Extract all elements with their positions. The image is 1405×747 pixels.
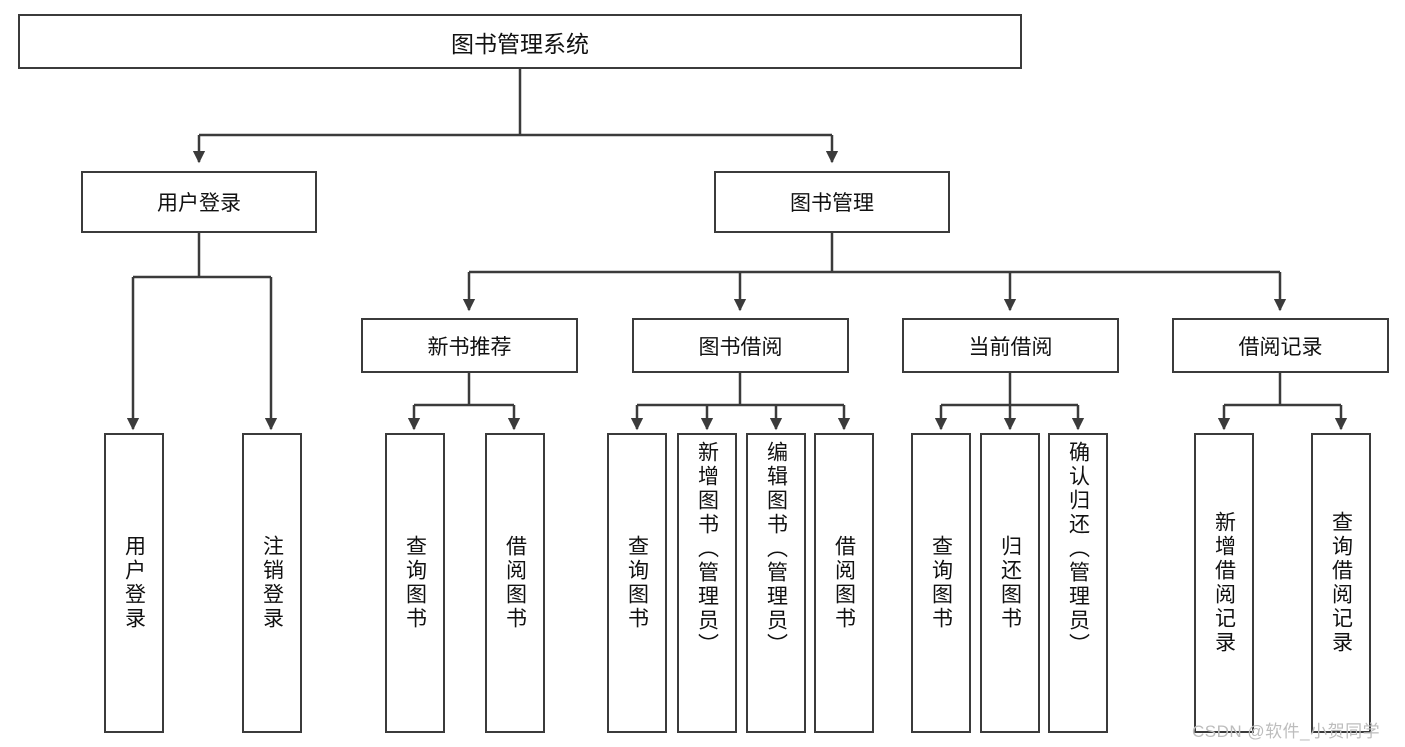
leaf-current-borrow-return[interactable]: 归还图书 [980, 433, 1040, 733]
leaf-label: 注销登录 [260, 535, 284, 631]
leaf-label: 借阅图书 [503, 535, 527, 631]
node-root[interactable]: 图书管理系统 [18, 14, 1022, 69]
node-book-borrow-label: 图书借阅 [698, 335, 783, 359]
node-borrow-record[interactable]: 借阅记录 [1172, 318, 1389, 373]
leaf-label: 确认归还（管理员） [1066, 441, 1090, 657]
node-user-login-label: 用户登录 [157, 192, 241, 215]
leaf-current-borrow-query[interactable]: 查询图书 [911, 433, 971, 733]
leaf-book-borrow-borrow[interactable]: 借阅图书 [814, 433, 874, 733]
node-user-login[interactable]: 用户登录 [81, 171, 317, 233]
leaf-user-login-login[interactable]: 用户登录 [104, 433, 164, 733]
leaf-book-borrow-edit[interactable]: 编辑图书（管理员） [746, 433, 806, 733]
leaf-label: 编辑图书（管理员） [764, 441, 788, 657]
node-book-borrow[interactable]: 图书借阅 [632, 318, 849, 373]
leaf-label: 用户登录 [122, 535, 146, 631]
leaf-label: 借阅图书 [832, 535, 856, 631]
leaf-label: 归还图书 [998, 535, 1022, 631]
node-current-borrow-label: 当前借阅 [968, 335, 1053, 359]
node-new-book-recommend[interactable]: 新书推荐 [361, 318, 578, 373]
leaf-new-book-borrow[interactable]: 借阅图书 [485, 433, 545, 733]
node-current-borrow[interactable]: 当前借阅 [902, 318, 1119, 373]
node-borrow-record-label: 借阅记录 [1238, 335, 1323, 359]
leaf-label: 查询图书 [625, 535, 649, 631]
watermark-csdn: CSDN @软件_小贺同学 [1192, 722, 1381, 741]
leaf-borrow-record-query[interactable]: 查询借阅记录 [1311, 433, 1371, 733]
leaf-book-borrow-add[interactable]: 新增图书（管理员） [677, 433, 737, 733]
leaf-new-book-query[interactable]: 查询图书 [385, 433, 445, 733]
node-new-book-recommend-label: 新书推荐 [427, 335, 512, 359]
leaf-current-borrow-confirm[interactable]: 确认归还（管理员） [1048, 433, 1108, 733]
leaf-borrow-record-add[interactable]: 新增借阅记录 [1194, 433, 1254, 733]
leaf-book-borrow-query[interactable]: 查询图书 [607, 433, 667, 733]
node-book-management[interactable]: 图书管理 [714, 171, 950, 233]
node-book-management-label: 图书管理 [790, 192, 874, 215]
leaf-label: 查询图书 [929, 535, 953, 631]
node-root-label: 图书管理系统 [451, 30, 589, 57]
leaf-user-login-logout[interactable]: 注销登录 [242, 433, 302, 733]
leaf-label: 新增图书（管理员） [695, 441, 719, 657]
leaf-label: 查询图书 [403, 535, 427, 631]
leaf-label: 查询借阅记录 [1329, 511, 1353, 655]
leaf-label: 新增借阅记录 [1212, 511, 1236, 655]
